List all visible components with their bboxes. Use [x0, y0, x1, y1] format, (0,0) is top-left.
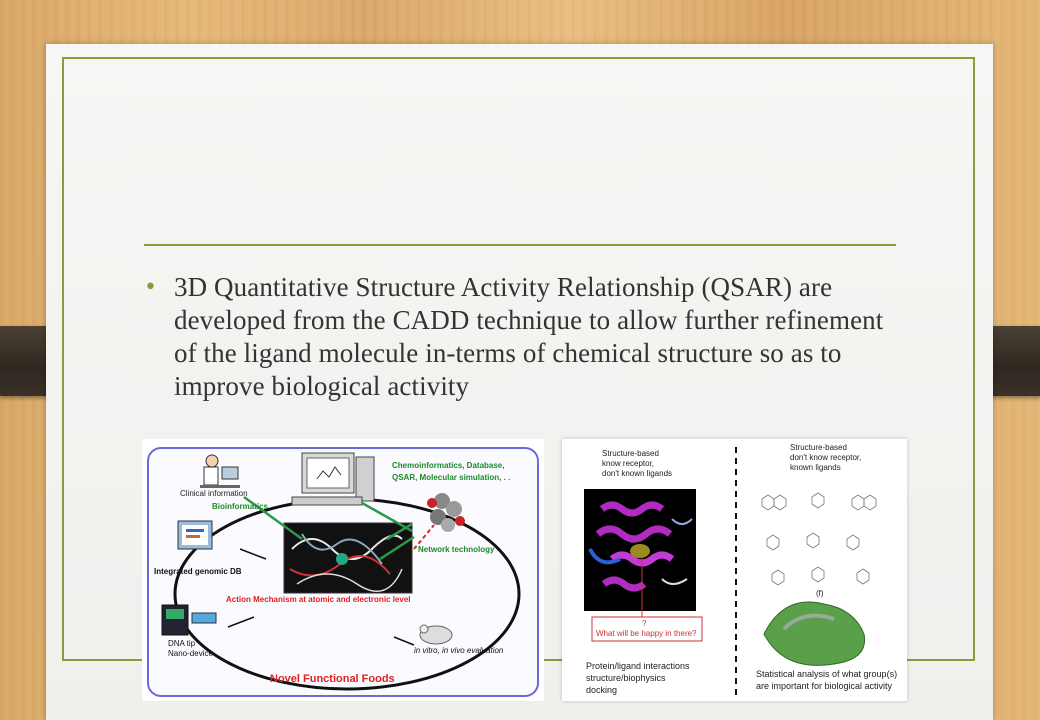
cadd-overview-figure: Clinical information Bioinformatics Chem…: [142, 439, 544, 701]
protein-structure-image: [283, 522, 413, 594]
mouse-icon: [419, 624, 453, 645]
label-novel-foods: Novel Functional Foods: [270, 673, 395, 685]
ligand-structures: [761, 492, 877, 586]
left-head-1: Structure-based: [602, 449, 659, 458]
left-foot-2: structure/biophysics: [586, 673, 666, 683]
label-action: Action Mechanism at atomic and electroni…: [226, 595, 411, 604]
red-dashed-arrow: [413, 524, 435, 550]
left-foot-1: Protein/ligand interactions: [586, 661, 690, 671]
label-dna-1: DNA tip: [168, 639, 196, 648]
green-arrow-bio: [243, 495, 303, 541]
f-label: (f): [816, 589, 824, 598]
label-clinical: Clinical information: [180, 489, 248, 498]
right-head-3: known ligands: [790, 463, 841, 472]
label-dna-2: Nano-device: [168, 649, 213, 658]
genomic-db-icon: [177, 520, 213, 550]
right-foot-2: are important for biological activity: [756, 681, 893, 691]
right-foot-1: Statistical analysis of what group(s): [756, 669, 898, 679]
label-network: Network technology: [418, 545, 495, 554]
computer-icon: [291, 452, 375, 506]
title-rule: [144, 244, 896, 246]
bullet-point: • 3D Quantitative Structure Activity Rel…: [144, 271, 904, 403]
question-text: What will be happy in there?: [596, 629, 697, 638]
figure-graphics: [161, 452, 521, 691]
black-arrow-genomic: [239, 548, 267, 560]
left-foot-3: docking: [586, 685, 618, 695]
label-genomic: Integrated genomic DB: [154, 567, 242, 576]
scientist-icon: [200, 454, 240, 488]
green-arrow-chemo: [386, 522, 413, 541]
right-head-2: don't know receptor,: [790, 453, 862, 462]
right-head-1: Structure-based: [790, 443, 847, 452]
left-head-3: don't known ligands: [602, 469, 673, 478]
molecule-icon: [427, 493, 465, 532]
label-chemo-2: QSAR, Molecular simulation, . .: [392, 473, 511, 482]
bullet-text: 3D Quantitative Structure Activity Relat…: [174, 272, 884, 401]
label-bioinformatics: Bioinformatics: [212, 502, 269, 511]
question-box: [591, 616, 703, 642]
label-chemo-1: Chemoinformatics, Database,: [392, 461, 505, 470]
green-arrow-top: [361, 501, 413, 533]
black-arrow-dna: [227, 616, 255, 628]
left-head-2: know receptor,: [602, 459, 655, 468]
structure-graphics: [584, 447, 877, 695]
black-arrow-vivo: [393, 636, 415, 646]
label-invitro: in vitro, in vivo evaluation: [414, 646, 504, 655]
qsar-surface: [763, 601, 866, 666]
question-mark: ?: [642, 619, 647, 628]
dna-tip-icon: [161, 604, 217, 636]
bullet-dot-icon: •: [144, 275, 157, 300]
structure-based-figure: Structure-based know receptor, don't kno…: [562, 439, 907, 701]
